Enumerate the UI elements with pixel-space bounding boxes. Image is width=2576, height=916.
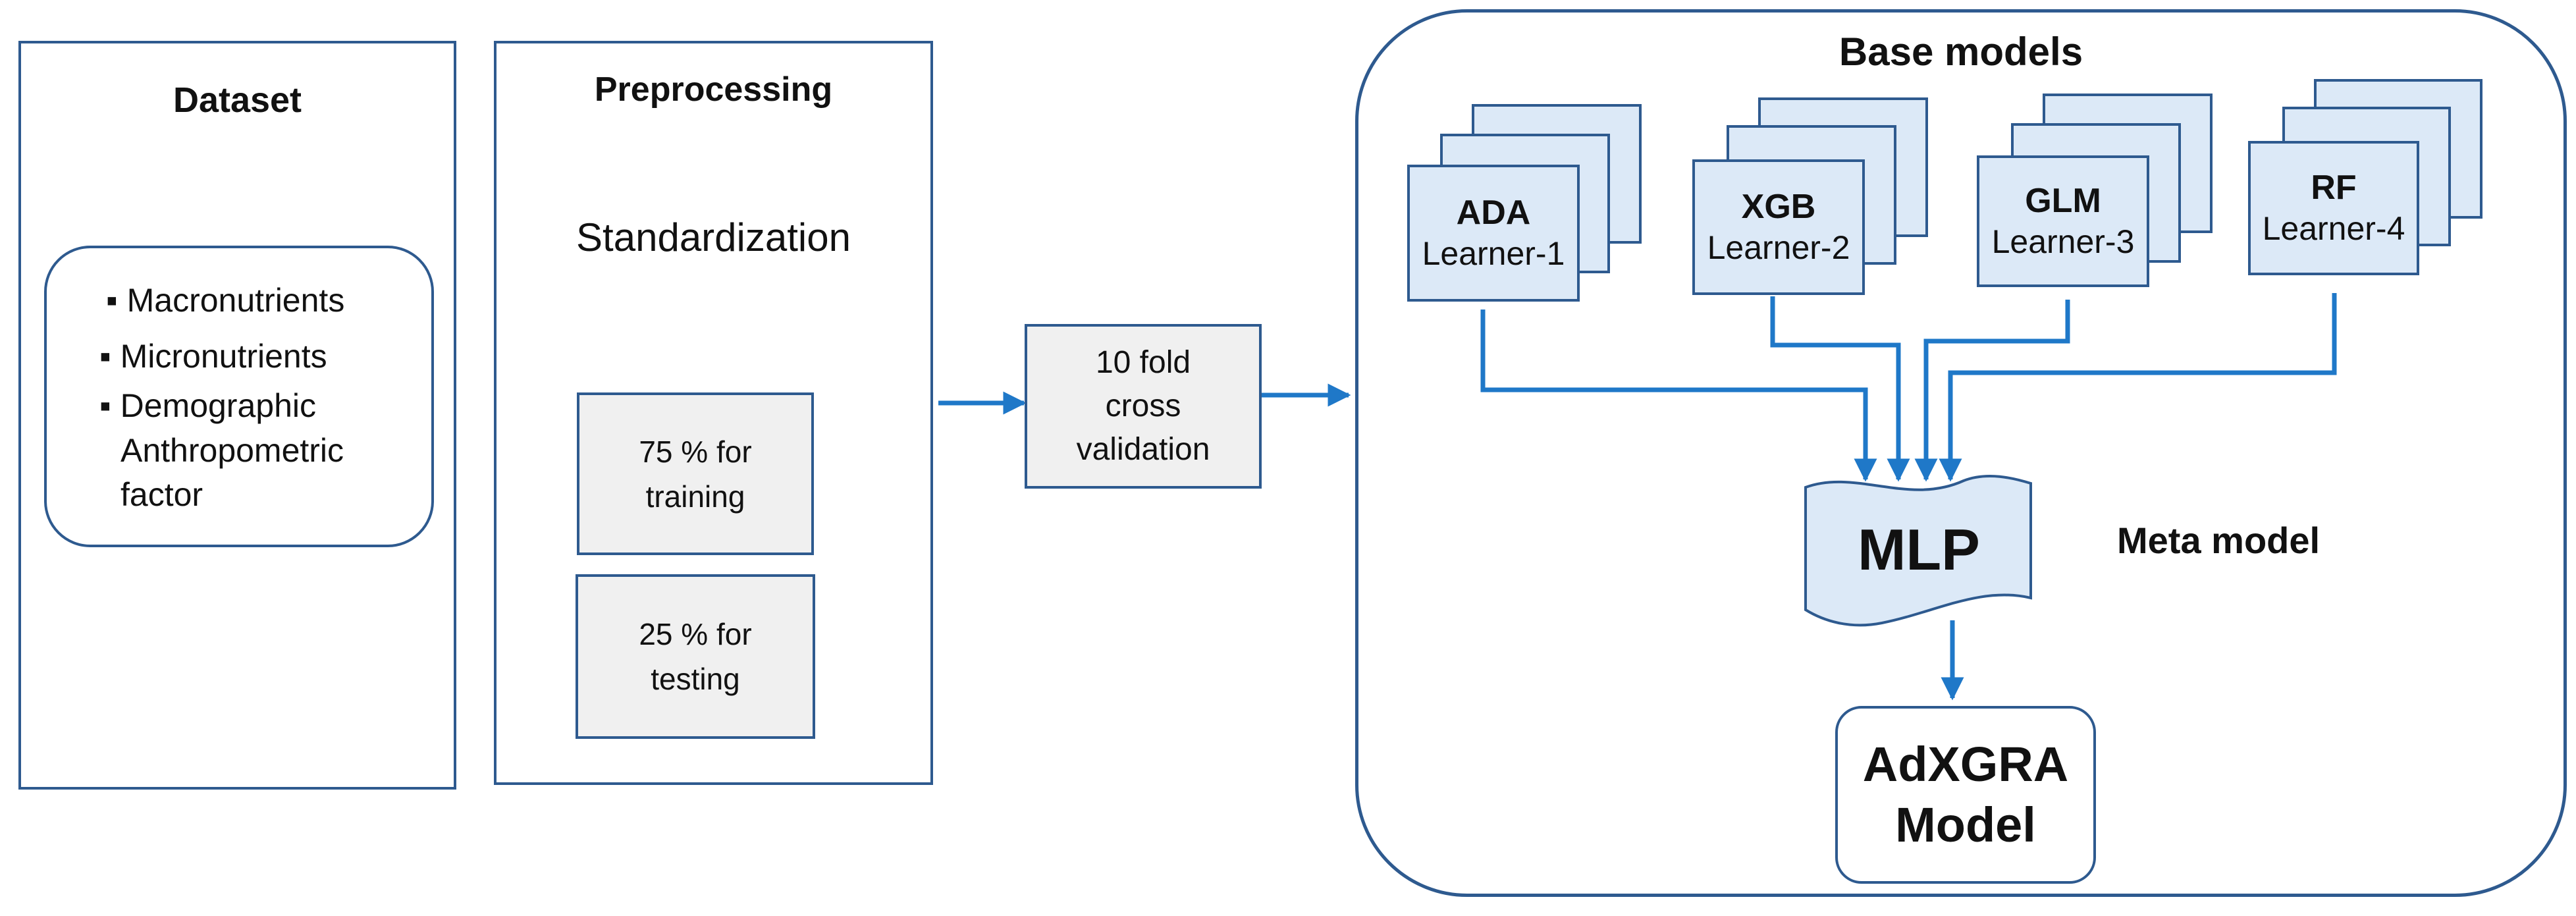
preprocessing-title: Preprocessing: [594, 70, 833, 109]
mlp-label: MLP: [1858, 517, 1980, 582]
learner-card-xgb: XGB Learner-2: [1692, 159, 1865, 295]
final-model-line-1: AdXGRA: [1862, 737, 2069, 792]
learner-label-4: Learner-4: [2262, 210, 2405, 247]
testing-split-line-2: testing: [651, 662, 740, 696]
testing-split-box: 25 % for testing: [576, 574, 815, 739]
training-split-line-2: training: [645, 479, 745, 514]
learner-stack-xgb: XGB Learner-2: [1692, 97, 1929, 295]
learner-name-glm: GLM: [2025, 182, 2101, 220]
learner-label-3: Learner-3: [1991, 223, 2135, 260]
arrow-learner2-to-mlp: [1770, 296, 1910, 482]
cv-line-3: validation: [1076, 432, 1210, 467]
base-models-title: Base models: [1838, 30, 2083, 74]
testing-split-line-1: 25 % for: [639, 617, 752, 651]
final-model-box: AdXGRA Model: [1835, 706, 2096, 884]
base-models-container: Base models: [1355, 9, 2567, 897]
learner-stack-glm: GLM Learner-3: [1977, 94, 2214, 291]
mlp-node-shape: [1804, 474, 2032, 627]
cv-line-2: cross: [1105, 389, 1181, 423]
learner-name-rf: RF: [2311, 169, 2357, 207]
standardization-label: Standardization: [576, 215, 851, 259]
learner-name-xgb: XGB: [1741, 188, 1816, 226]
feature-factor: factor: [121, 476, 203, 513]
feature-demographic: ▪ Demographic: [99, 387, 316, 424]
arrow-learner1-to-mlp: [1480, 310, 1877, 482]
cv-line-1: 10 fold: [1095, 345, 1191, 380]
meta-model-label: Meta model: [2117, 520, 2321, 561]
training-split-line-1: 75 % for: [639, 434, 752, 469]
dataset-panel: Dataset ▪ Macronutrients ▪ Micronutrient…: [18, 41, 456, 790]
arrow-learner4-to-mlp: [1939, 293, 2337, 482]
learner-stack-rf: RF Learner-4: [2248, 79, 2485, 277]
feature-micronutrients: ▪ Micronutrients: [99, 338, 327, 375]
learner-card-rf: RF Learner-4: [2248, 141, 2419, 275]
dataset-title: Dataset: [173, 80, 302, 120]
training-split-box: 75 % for training: [577, 392, 814, 555]
arrow-learner3-to-mlp: [1914, 300, 2070, 482]
learner-label-2: Learner-2: [1707, 229, 1850, 266]
learner-card-ada: ADA Learner-1: [1407, 165, 1580, 302]
final-model-line-2: Model: [1895, 797, 2036, 852]
learner-card-glm: GLM Learner-3: [1977, 155, 2149, 287]
cross-validation-box: 10 fold cross validation: [1025, 324, 1262, 489]
dataset-features-box: ▪ Macronutrients ▪ Micronutrients ▪ Demo…: [44, 246, 434, 547]
feature-anthropometric: Anthropometric: [121, 432, 344, 469]
preprocessing-panel: Preprocessing Standardization 75 % for t…: [494, 41, 933, 785]
learner-stack-ada: ADA Learner-1: [1407, 104, 1644, 302]
learner-name-ada: ADA: [1456, 194, 1531, 232]
learner-label-1: Learner-1: [1422, 235, 1565, 272]
feature-macronutrients: ▪ Macronutrients: [106, 282, 345, 319]
